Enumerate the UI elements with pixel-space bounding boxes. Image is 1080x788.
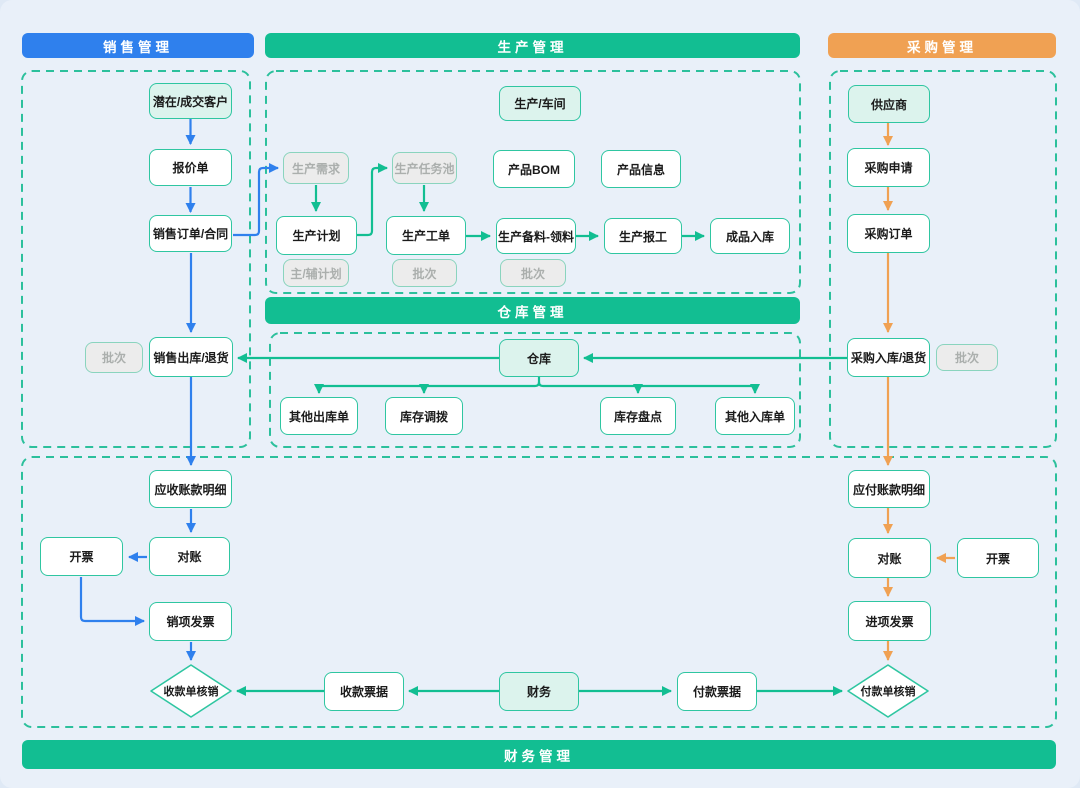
- node-prod-order: 生产工单: [386, 216, 466, 255]
- section-header-warehouse: 仓库管理: [265, 297, 800, 324]
- node-purchase-request: 采购申请: [847, 148, 930, 187]
- finance-section-outline: [21, 456, 1057, 728]
- payment-writeoff-diamond-shape: [847, 664, 929, 718]
- node-reconcile-right: 对账: [848, 538, 931, 578]
- node-sales-invoice: 销项发票: [149, 602, 232, 641]
- node-prod-report: 生产报工: [604, 218, 682, 254]
- section-header-purchase: 采购管理: [828, 33, 1056, 58]
- node-quotation: 报价单: [149, 149, 232, 186]
- purchase-section-outline: [829, 70, 1057, 448]
- node-product-bom: 产品BOM: [493, 150, 575, 188]
- section-header-sales: 销售管理: [22, 33, 254, 58]
- node-reconcile-left: 对账: [149, 537, 230, 576]
- node-invoice-left: 开票: [40, 537, 123, 576]
- production-warehouse-flow-arrows: [236, 163, 847, 696]
- node-purchase-invoice: 进项发票: [848, 601, 931, 641]
- tag-order-batch: 批次: [392, 259, 457, 287]
- production-section-outline: [265, 70, 801, 294]
- node-inventory-check: 库存盘点: [600, 397, 676, 435]
- node-prod-material: 生产备料-领料: [496, 218, 576, 254]
- tag-material-batch: 批次: [500, 259, 566, 287]
- tag-purchase-batch: 批次: [936, 344, 998, 371]
- node-invoice-right: 开票: [957, 538, 1039, 578]
- node-inventory-transfer: 库存调拨: [385, 397, 463, 435]
- node-payment-writeoff: 付款单核销: [860, 686, 916, 698]
- node-receivable: 应收账款明细: [149, 470, 232, 508]
- tag-sales-batch: 批次: [85, 342, 143, 373]
- node-receipt-note: 收款票据: [324, 672, 404, 711]
- node-receipt-writeoff: 收款单核销: [163, 686, 219, 698]
- section-header-finance: 财务管理: [22, 740, 1056, 769]
- warehouse-section-outline: [269, 332, 801, 448]
- node-other-inbound: 其他入库单: [715, 397, 795, 435]
- receipt-writeoff-diamond-shape: [150, 664, 232, 718]
- purchase-flow-arrows: [883, 123, 955, 661]
- sales-section-outline: [21, 70, 251, 448]
- node-purchase-order: 采购订单: [847, 214, 930, 253]
- tag-prod-task-pool: 生产任务池: [392, 152, 457, 184]
- tag-prod-demand: 生产需求: [283, 152, 349, 184]
- node-payment-note: 付款票据: [677, 672, 757, 711]
- node-product-info: 产品信息: [601, 150, 681, 188]
- node-customer: 潜在/成交客户: [149, 83, 232, 119]
- node-payable: 应付账款明细: [848, 470, 930, 508]
- node-warehouse: 仓库: [499, 339, 579, 377]
- node-workshop: 生产/车间: [499, 86, 581, 121]
- node-sales-outbound: 销售出库/退货: [149, 337, 233, 377]
- section-header-production: 生产管理: [265, 33, 800, 58]
- node-other-outbound: 其他出库单: [280, 397, 358, 435]
- tag-main-aux-plan: 主/辅计划: [283, 259, 349, 287]
- sales-flow-arrows: [79, 119, 279, 661]
- node-sales-order: 销售订单/合同: [149, 215, 232, 252]
- node-purchase-inbound: 采购入库/退货: [847, 338, 930, 377]
- node-finance: 财务: [499, 672, 579, 711]
- node-supplier: 供应商: [848, 85, 930, 123]
- node-finished-inbound: 成品入库: [710, 218, 790, 254]
- decision-diamonds: [150, 664, 929, 718]
- node-prod-plan: 生产计划: [276, 216, 357, 255]
